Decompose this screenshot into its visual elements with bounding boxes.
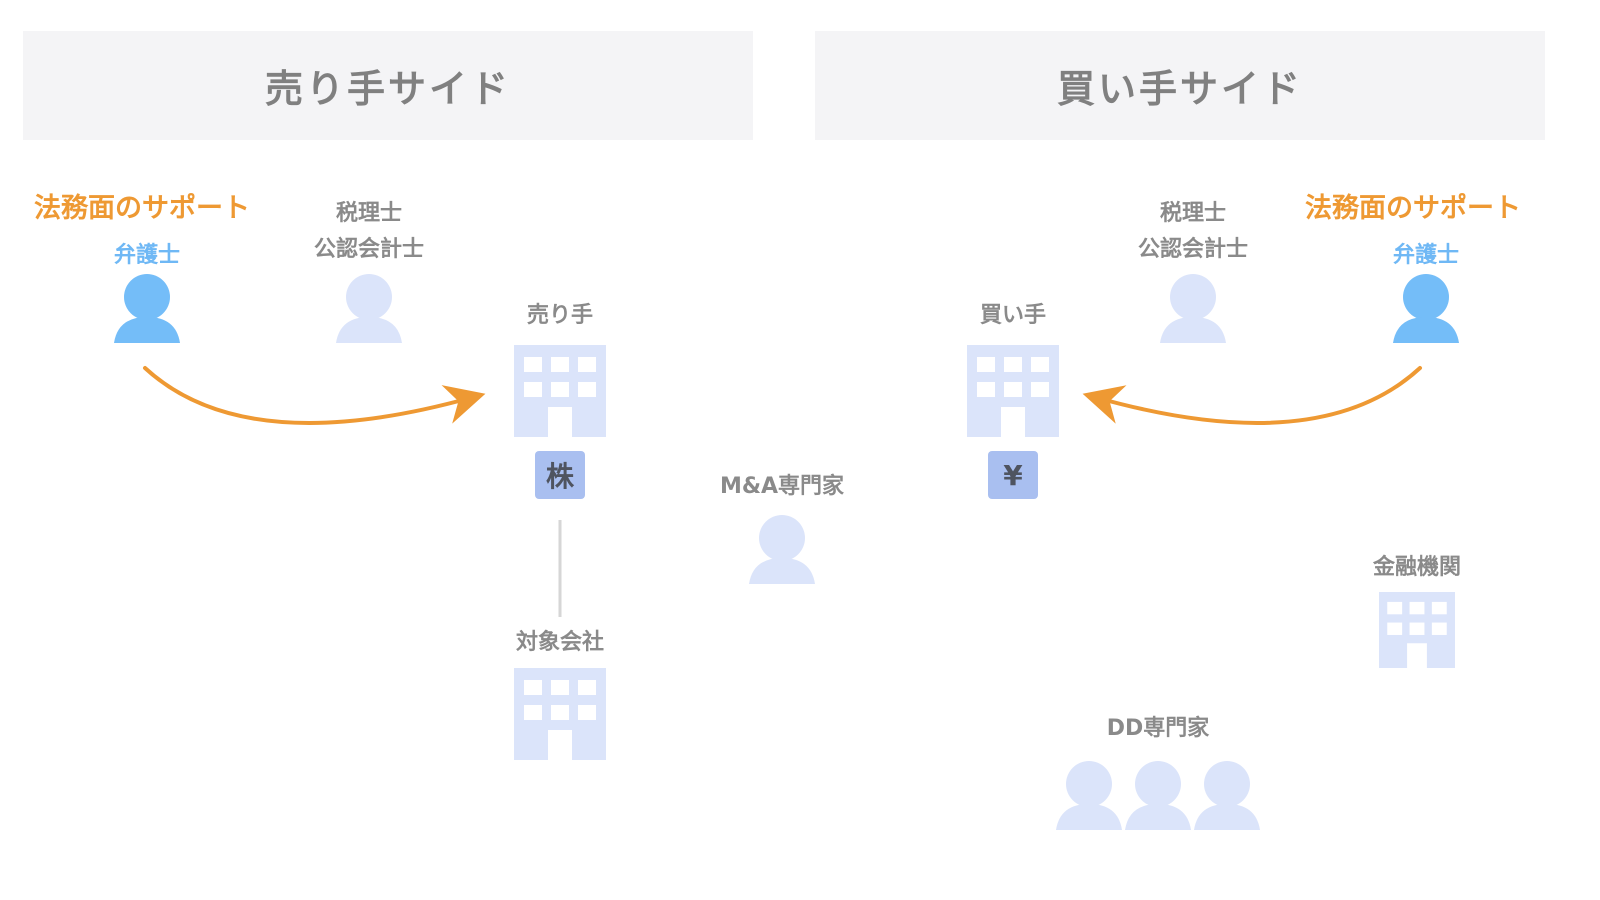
seller-legal-support-arrow — [143, 366, 486, 425]
dd-expert-label: DD専門家 — [1106, 716, 1210, 741]
buyer-label: 買い手 — [979, 303, 1047, 328]
seller-legal-support-label: 法務面のサポート — [34, 193, 250, 224]
financial-institution-building-icon — [1379, 592, 1455, 668]
dd-expert-person-icon — [1194, 761, 1260, 830]
buyer-tax-label-line2: 公認会計士 — [1137, 237, 1249, 262]
buyer-building-icon — [967, 345, 1059, 437]
ma-expert-label: M&A専門家 — [719, 474, 845, 499]
seller-lawyer-label: 弁護士 — [113, 243, 181, 268]
seller-tax-accountant-label: 税理士 公認会計士 — [314, 196, 424, 268]
buyer-tax-accountant-person-icon — [1160, 274, 1226, 343]
yen-badge: ¥ — [988, 451, 1038, 499]
stock-badge: 株 — [535, 451, 585, 499]
financial-institution-label: 金融機関 — [1372, 555, 1462, 580]
seller-tax-accountant-person-icon — [336, 274, 402, 343]
buyer-lawyer-label: 弁護士 — [1392, 243, 1460, 268]
dd-expert-person-icon — [1125, 761, 1191, 830]
buyer-side-header: 買い手サイド — [815, 31, 1545, 140]
buyer-tax-accountant-label: 税理士 公認会計士 — [1138, 196, 1248, 268]
seller-label: 売り手 — [526, 303, 594, 328]
buyer-tax-label-line1: 税理士 — [1159, 201, 1227, 226]
seller-lawyer-person-icon — [114, 274, 180, 343]
seller-tax-label-line2: 公認会計士 — [313, 237, 425, 262]
seller-tax-label-line1: 税理士 — [335, 201, 403, 226]
buyer-legal-support-arrow — [1082, 366, 1422, 425]
target-company-label: 対象会社 — [515, 630, 605, 655]
dd-expert-person-icon — [1056, 761, 1122, 830]
seller-side-header: 売り手サイド — [23, 31, 753, 140]
buyer-lawyer-person-icon — [1393, 274, 1459, 343]
ma-expert-person-icon — [749, 515, 815, 584]
target-company-building-icon — [514, 668, 606, 760]
buyer-legal-support-label: 法務面のサポート — [1305, 193, 1521, 224]
seller-building-icon — [514, 345, 606, 437]
